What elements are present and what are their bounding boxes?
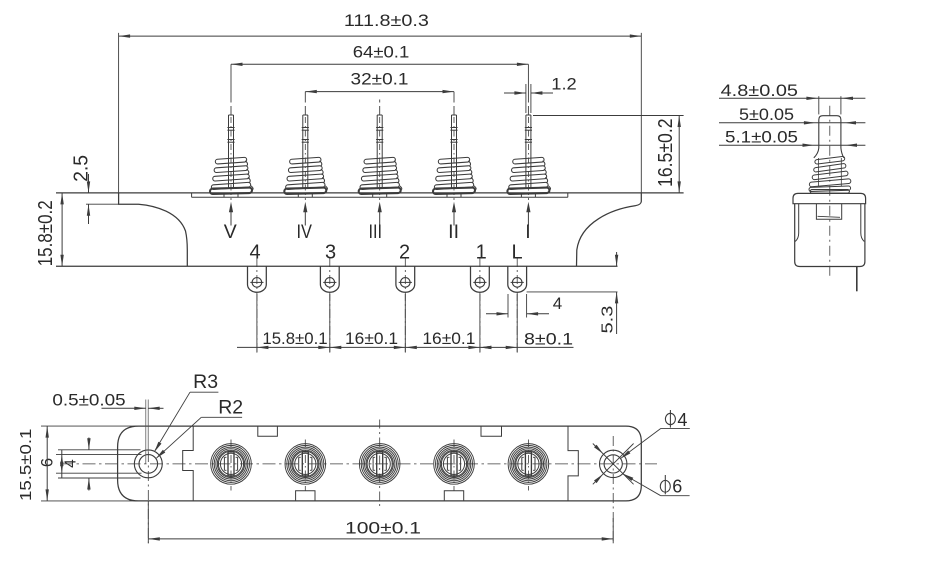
svg-text:5.3: 5.3 xyxy=(599,306,616,334)
svg-text:5±0.05: 5±0.05 xyxy=(739,105,794,124)
svg-text:6: 6 xyxy=(672,476,682,496)
svg-text:5.1±0.05: 5.1±0.05 xyxy=(725,128,798,147)
svg-text:R2: R2 xyxy=(218,397,243,419)
svg-text:16±0.1: 16±0.1 xyxy=(422,329,475,348)
svg-text:15.8±0.2: 15.8±0.2 xyxy=(35,200,57,266)
svg-text:64±0.1: 64±0.1 xyxy=(353,43,410,62)
svg-text:32±0.1: 32±0.1 xyxy=(351,70,409,89)
svg-text:16±0.1: 16±0.1 xyxy=(345,329,398,348)
svg-text:L: L xyxy=(511,242,522,264)
svg-text:4.8±0.05: 4.8±0.05 xyxy=(721,81,798,100)
svg-text:IV: IV xyxy=(296,221,312,243)
svg-text:2: 2 xyxy=(399,242,410,264)
svg-text:R3: R3 xyxy=(193,371,218,393)
svg-text:4: 4 xyxy=(63,459,80,468)
svg-text:4: 4 xyxy=(677,410,687,430)
svg-text:15.5±0.1: 15.5±0.1 xyxy=(18,428,35,501)
svg-text:II: II xyxy=(448,221,459,243)
svg-text:0.5±0.05: 0.5±0.05 xyxy=(52,391,125,410)
svg-text:4: 4 xyxy=(553,294,562,313)
svg-text:1: 1 xyxy=(476,242,487,264)
svg-text:100±0.1: 100±0.1 xyxy=(345,518,421,537)
svg-text:111.8±0.3: 111.8±0.3 xyxy=(344,11,429,30)
svg-text:16.5±0.2: 16.5±0.2 xyxy=(655,118,677,187)
svg-text:I: I xyxy=(525,221,530,243)
svg-text:3: 3 xyxy=(325,242,336,264)
svg-text:V: V xyxy=(224,221,237,243)
svg-text:4: 4 xyxy=(250,242,261,264)
svg-text:1.2: 1.2 xyxy=(551,74,577,93)
svg-text:15.8±0.1: 15.8±0.1 xyxy=(262,329,327,348)
svg-text:8±0.1: 8±0.1 xyxy=(524,329,573,348)
svg-text:2.5: 2.5 xyxy=(70,155,92,182)
svg-text:III: III xyxy=(369,221,383,243)
